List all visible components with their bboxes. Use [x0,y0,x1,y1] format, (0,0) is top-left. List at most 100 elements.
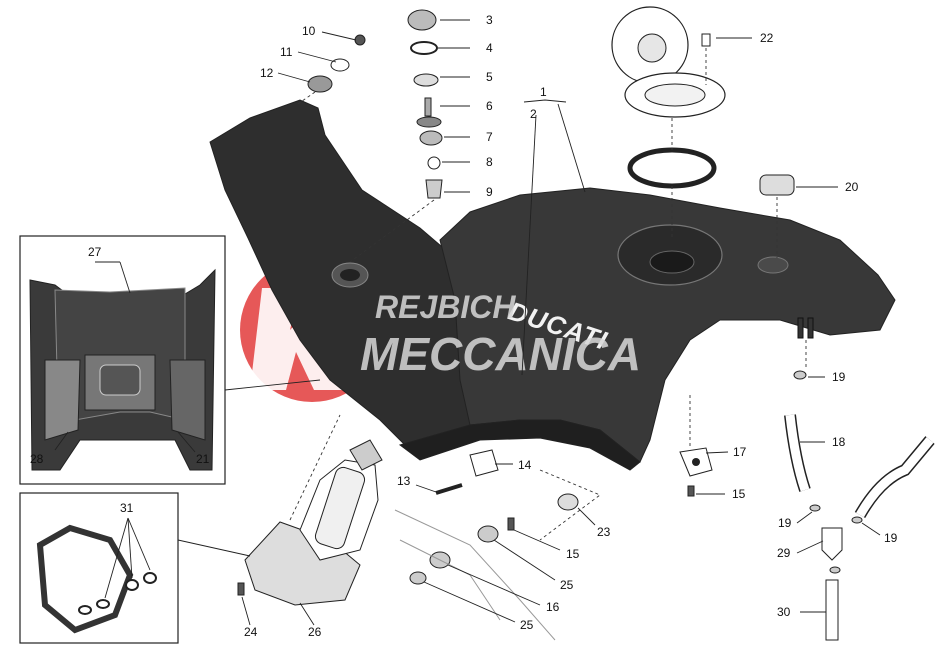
watermark-line2: MECCANICA [360,328,641,380]
callout-2: 2 [530,107,537,121]
tank-vent-nipple [797,317,804,339]
pump-cylinder [314,466,366,550]
callout-25a: 25 [560,578,574,592]
hose-clamp [809,504,821,512]
filler-cap-ring-inner [644,83,706,107]
gasket-washer [125,579,139,591]
hose-clamp [851,516,863,524]
callout-19a: 19 [832,370,846,384]
pump-top-fitting [349,439,383,471]
breather-hose-inner [785,414,810,492]
callout-26: 26 [308,625,322,639]
callout-21: 21 [196,452,210,466]
leader-lines [54,19,881,626]
gasket-washer [78,605,92,615]
callout-16: 16 [546,600,560,614]
valve-ball [427,156,441,170]
callout-15b: 15 [566,547,580,561]
valve-seal [419,130,443,146]
callout-4: 4 [486,41,493,55]
breather-hoses [784,340,935,641]
callout-29: 29 [777,546,791,560]
callout-13: 13 [397,474,411,488]
mount-washer [330,58,350,72]
overflow-hose-inner [856,437,934,518]
callout-31: 31 [120,501,134,515]
callout-25b: 25 [520,618,534,632]
filler-gasket [627,147,717,189]
tank-vent-hole [757,256,789,274]
callout-30: 30 [777,605,791,619]
hose-clamp [793,370,807,380]
bolt-13 [435,483,463,495]
callout-20: 20 [845,180,859,194]
cap-screw [701,33,711,47]
mounting-hardware [394,395,713,641]
bracket-14 [469,449,499,477]
valve-cap [407,9,437,31]
inset-pad-right [169,359,206,441]
watermark-line1: REJBICH [375,289,516,325]
valve-stack [349,9,443,263]
rubber-mount-set [297,34,366,105]
bracket-17-hole [692,458,700,466]
tank-fill-inner [649,250,695,274]
tank-vent-nipple [807,317,814,339]
callout-3: 3 [486,13,493,27]
callout-7: 7 [486,130,493,144]
mount-grommet [307,75,333,93]
filler-cap-assembly [611,6,726,240]
callout-6: 6 [486,99,493,113]
filler-cap-center [637,33,667,63]
rubber-25b [409,571,427,585]
tank-plug [759,174,795,196]
hose-tee [821,527,843,561]
bolt-15 [687,485,695,497]
mount-screw [354,34,366,46]
bolt-15b [507,517,515,531]
fuel-tank: DUCATI [209,99,896,471]
callout-10: 10 [302,24,316,38]
valve-clip [425,179,443,199]
valve-stem [424,97,432,117]
hose-clamp [829,566,841,574]
fuel-pump-assembly [237,414,383,606]
rubber-25a [477,525,499,543]
callout-labels: 1 2 3 4 5 6 7 8 9 10 11 12 22 20 19 18 1… [30,13,898,639]
callout-23: 23 [597,525,611,539]
callout-18: 18 [832,435,846,449]
callout-9: 9 [486,185,493,199]
inset-pad-left [44,359,81,441]
tank-flange [398,419,641,471]
tank-rear-hole-inner [340,269,360,281]
callout-19c: 19 [884,531,898,545]
spacer-23 [557,493,579,511]
callout-24: 24 [244,625,258,639]
valve-body [416,116,442,128]
drain-hose [825,579,839,641]
valve-washer [413,73,439,87]
detail-inset-underside [19,235,321,485]
callout-14: 14 [518,458,532,472]
watermark-text: REJBICH MECCANICA [360,289,641,380]
detail-inset-gasket [19,492,251,644]
callout-1: 1 [540,85,547,99]
callout-28: 28 [30,452,44,466]
callout-8: 8 [486,155,493,169]
callout-22: 22 [760,31,774,45]
pump-gasket [36,524,134,634]
inset-plate-window [99,364,141,396]
valve-circlip [410,41,438,55]
callout-15a: 15 [732,487,746,501]
callout-27: 27 [88,245,102,259]
callout-5: 5 [486,70,493,84]
filler-gasket-inner [635,153,709,183]
callout-11: 11 [280,45,293,59]
gasket-washer [96,599,110,609]
gasket-washer [143,572,157,584]
callout-12: 12 [260,66,274,80]
pump-screw [237,582,245,596]
callout-19b: 19 [778,516,792,530]
callout-17: 17 [733,445,747,459]
